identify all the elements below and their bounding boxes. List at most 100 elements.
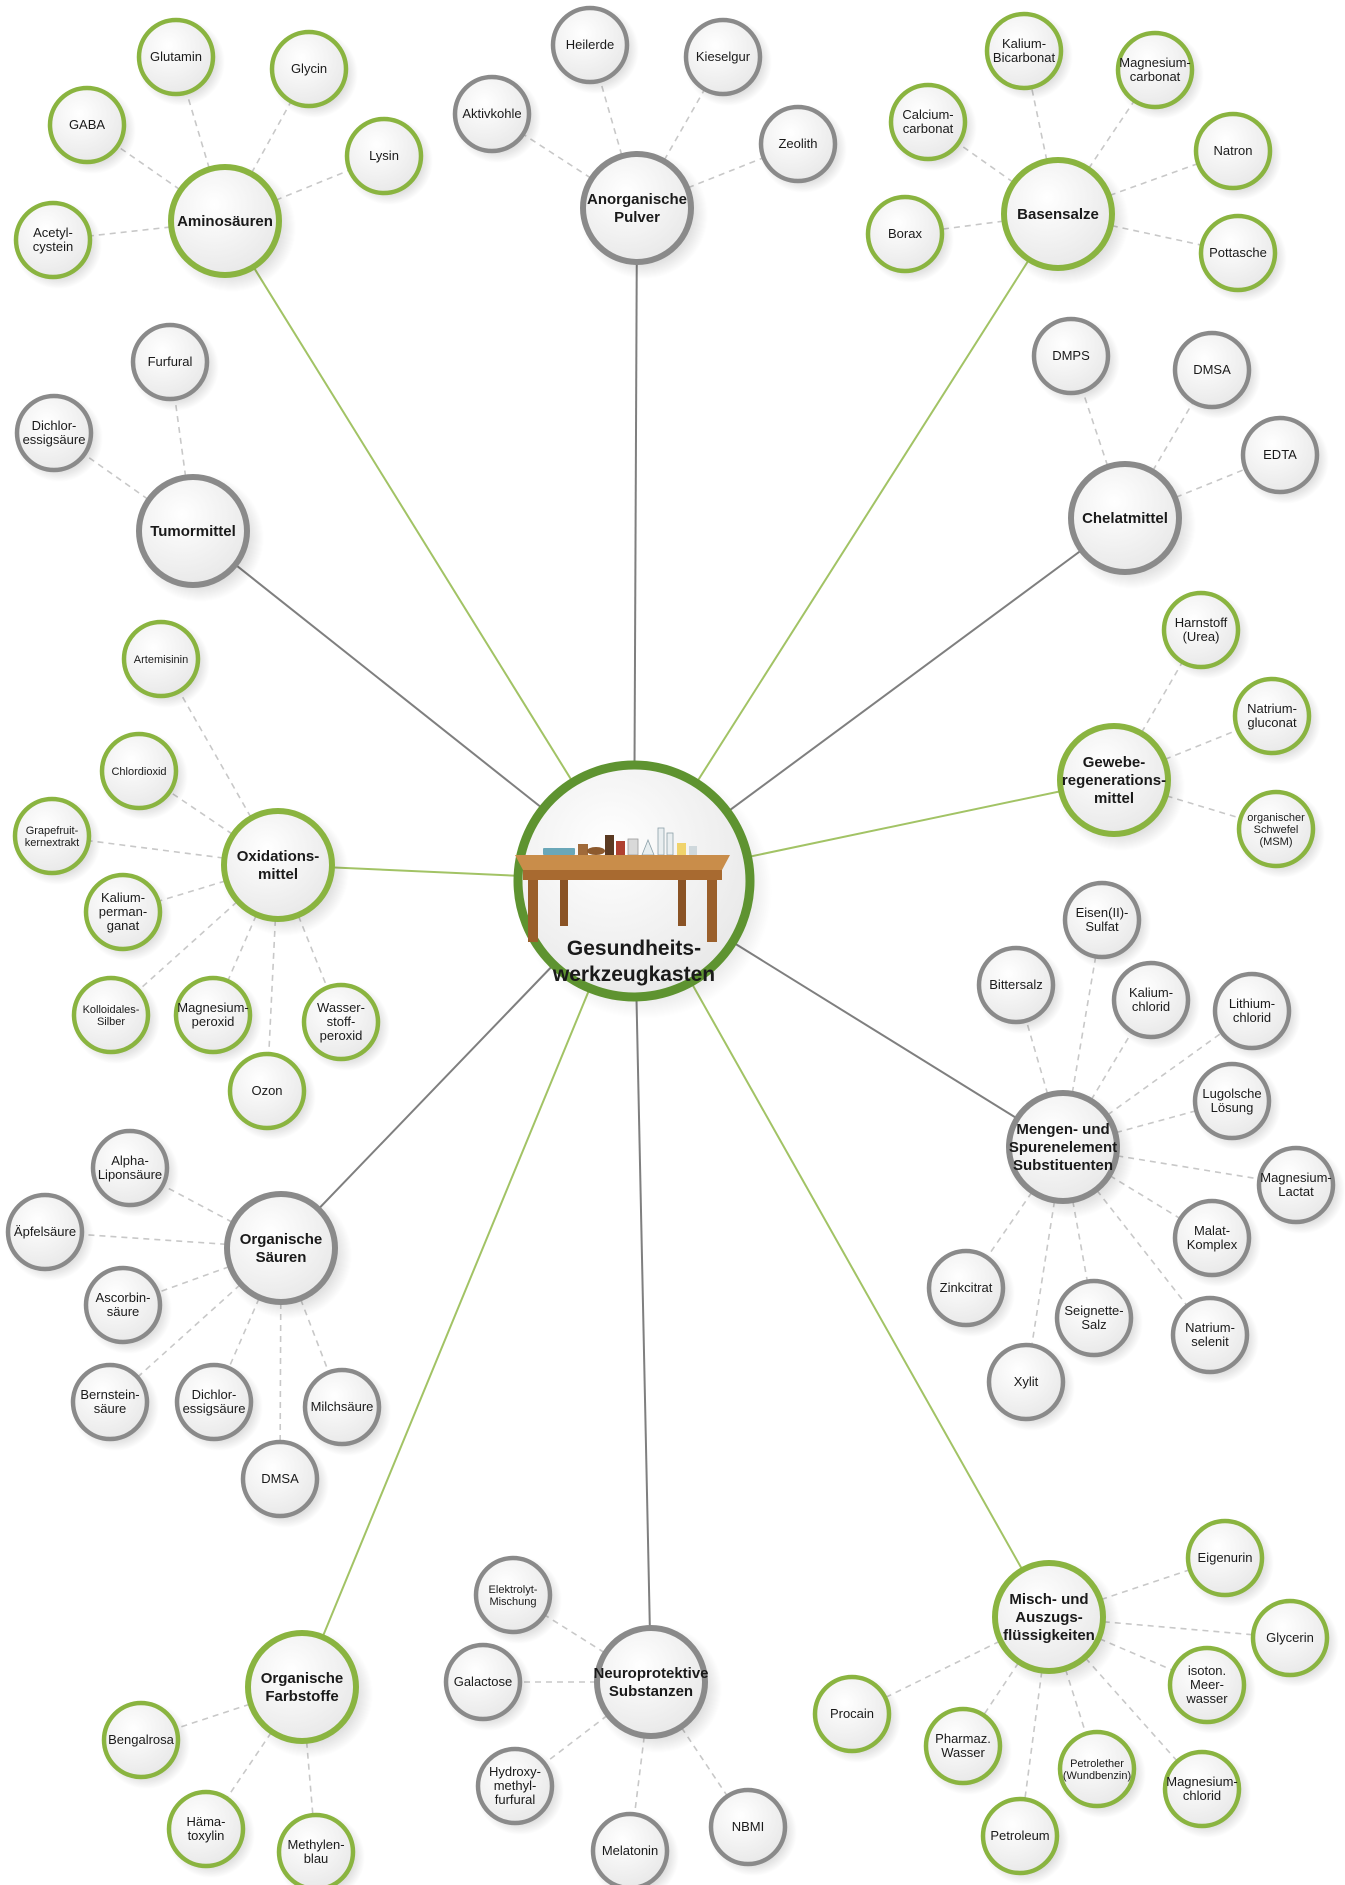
hub-node-organische-farbstoffe-label: Farbstoffe <box>265 1688 338 1705</box>
leaf-node: Grapefruit-kernextrakt <box>12 796 101 885</box>
leaf-node: Heilerde <box>550 5 639 94</box>
leaf-node: Pottasche <box>1198 213 1287 302</box>
leaf-node: Melatonin <box>590 1811 679 1885</box>
leaf-node: Eigenurin <box>1185 1518 1274 1607</box>
leaf-node-circle <box>1250 1598 1330 1678</box>
leaf-node-circle <box>976 945 1056 1025</box>
hub-node-oxidationsmittel: Oxidations-mittel <box>221 808 349 936</box>
leaf-node-circle <box>121 619 201 699</box>
leaf-node-label: Bengalrosa <box>108 1732 175 1747</box>
connector-mengen-10 <box>1025 1146 1064 1383</box>
hub-node-gewebe-label: regenerations- <box>1062 772 1166 789</box>
hub-node-organische-saeuren-circle <box>224 1191 338 1305</box>
leaf-node-label: Bernstein- <box>80 1387 139 1402</box>
leaf-node-circle <box>1062 880 1142 960</box>
leaf-node: GABA <box>47 85 136 174</box>
leaf-node-circle <box>302 1367 382 1447</box>
center-ring <box>513 760 755 1002</box>
leaf-node-label: Lysin <box>369 148 399 163</box>
leaf-node-label: Kalium- <box>101 890 145 905</box>
leaf-node: Natrium-gluconat <box>1232 676 1321 765</box>
leaf-node-label: DMSA <box>1193 362 1231 377</box>
leaf-node-label: Komplex <box>1187 1237 1238 1252</box>
leaf-node: Glycin <box>269 29 358 118</box>
spoke-organische-farbstoffe <box>301 880 635 1688</box>
leaf-node-label: Glycin <box>291 61 327 76</box>
leaf-node-label: Magnesium- <box>1166 1774 1238 1789</box>
leaf-node-circle <box>12 796 92 876</box>
hub-node-misch-label: Auszugs- <box>1015 1609 1083 1626</box>
leaf-node-label: Lactat <box>1278 1184 1314 1199</box>
leaf-node-label: cystein <box>33 239 73 254</box>
leaf-node-label: wasser <box>1185 1691 1228 1706</box>
leaf-node-circle <box>443 1642 523 1722</box>
center-title-line-2: werkzeugkasten <box>552 963 715 986</box>
leaf-node: Wasser-stoff-peroxid <box>301 982 390 1071</box>
leaf-node-label: Wasser- <box>317 1000 365 1015</box>
leaf-node-circle <box>1161 590 1241 670</box>
leaf-node-label: Ozon <box>251 1083 282 1098</box>
leaf-node-label: gluconat <box>1247 715 1297 730</box>
leaf-node: Häma-toxylin <box>166 1789 255 1878</box>
hub-node-gewebe-label: mittel <box>1094 790 1134 807</box>
hub-node-oxidationsmittel-circle <box>221 808 335 922</box>
hub-node-mengen-circle <box>1006 1090 1120 1204</box>
leaf-node-label: kernextrakt <box>25 837 79 849</box>
leaf-node-label: Malat- <box>1194 1223 1230 1238</box>
hub-node-basensalze-label: Basensalze <box>1017 206 1099 223</box>
leaf-node: Acetyl-cystein <box>13 200 102 289</box>
hub-node-chelatmittel: Chelatmittel <box>1068 461 1196 589</box>
leaf-node-circle <box>130 322 210 402</box>
leaf-node: Petroleum <box>980 1796 1069 1885</box>
leaf-node-label: Lugolsche <box>1202 1086 1261 1101</box>
hub-node-neuroprotektive-label: Substanzen <box>609 1683 693 1700</box>
leaf-node: Hydroxy-methyl-furfural <box>475 1746 564 1835</box>
connector-mengen-9 <box>1062 1146 1211 1336</box>
leaf-node-circle <box>83 872 163 952</box>
hub-node-misch-label: flüssigkeiten <box>1003 1627 1095 1644</box>
leaf-node-label: Dichlor- <box>192 1387 237 1402</box>
leaf-node: Lithium-chlorid <box>1212 971 1301 1060</box>
leaf-node-circle <box>1198 213 1278 293</box>
leaf-node-circle <box>1212 971 1292 1051</box>
leaf-node-circle <box>227 1051 307 1131</box>
leaf-node-label: Kieselgur <box>696 49 751 64</box>
leaf-node-label: isoton. <box>1188 1663 1226 1678</box>
leaf-node: Dichlor-essigsäure <box>174 1362 263 1451</box>
leaf-node-label: chlorid <box>1233 1010 1271 1025</box>
leaf-node-circle <box>1167 1645 1247 1725</box>
leaf-node-label: essigsäure <box>23 432 86 447</box>
hub-node-anorganische-pulver-label: Anorganische <box>587 191 687 208</box>
leaf-node: Dichlor-essigsäure <box>14 393 103 482</box>
spoke-basensalze <box>633 213 1059 882</box>
leaf-node-label: Petrolether <box>1070 1758 1124 1770</box>
leaf-node-circle <box>1240 415 1320 495</box>
hub-node-organische-saeuren-label: Organische <box>240 1231 323 1248</box>
leaf-node-circle <box>812 1674 892 1754</box>
hub-node-aminosaeuren-label: Aminosäuren <box>177 213 273 230</box>
leaf-node: Äpfelsäure <box>5 1192 94 1281</box>
hub-node-aminosaeuren: Aminosäuren <box>168 164 296 292</box>
leaf-node: Harnstoff(Urea) <box>1161 590 1250 679</box>
leaf-node-label: Magnesium- <box>1119 55 1191 70</box>
leaf-node-label: Lithium- <box>1229 996 1275 1011</box>
leaf-node-circle <box>166 1789 246 1869</box>
leaf-node-label: Silber <box>97 1016 125 1028</box>
leaf-node: Xylit <box>986 1342 1075 1431</box>
leaf-node-label: Artemisinin <box>134 654 188 666</box>
leaf-node-label: Bittersalz <box>989 977 1042 992</box>
leaf-node: Kieselgur <box>683 17 772 106</box>
leaf-node: Seignette-Salz <box>1054 1278 1143 1367</box>
hub-node-tumormittel: Tumormittel <box>136 474 264 602</box>
leaf-node-label: säure <box>107 1304 140 1319</box>
leaf-node-label: Petroleum <box>990 1828 1049 1843</box>
leaf-node-circle <box>1193 111 1273 191</box>
leaf-node: Zeolith <box>758 104 847 193</box>
leaf-node-label: Elektrolyt- <box>489 1584 538 1596</box>
leaf-node-label: stoff- <box>327 1014 356 1029</box>
hub-node-gewebe-circle <box>1057 723 1171 837</box>
center-title-line-1: Gesundheits- <box>567 937 701 960</box>
